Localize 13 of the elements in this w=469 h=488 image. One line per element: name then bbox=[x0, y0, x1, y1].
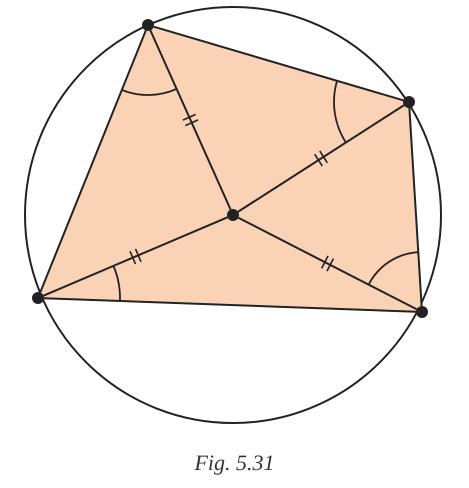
line-segment bbox=[153, 26, 404, 102]
line-segment bbox=[44, 297, 416, 313]
line-segment bbox=[408, 108, 423, 306]
figure-caption: Fig. 5.31 bbox=[194, 450, 275, 476]
vertex-point bbox=[142, 19, 154, 31]
line-segment bbox=[238, 104, 404, 213]
vertex-point bbox=[416, 306, 428, 318]
line-segment bbox=[39, 30, 147, 293]
vertex-point bbox=[403, 96, 415, 108]
vertex-point bbox=[32, 292, 44, 304]
line-segment bbox=[43, 216, 228, 297]
line-segment bbox=[150, 30, 232, 210]
line-segment bbox=[238, 216, 418, 310]
